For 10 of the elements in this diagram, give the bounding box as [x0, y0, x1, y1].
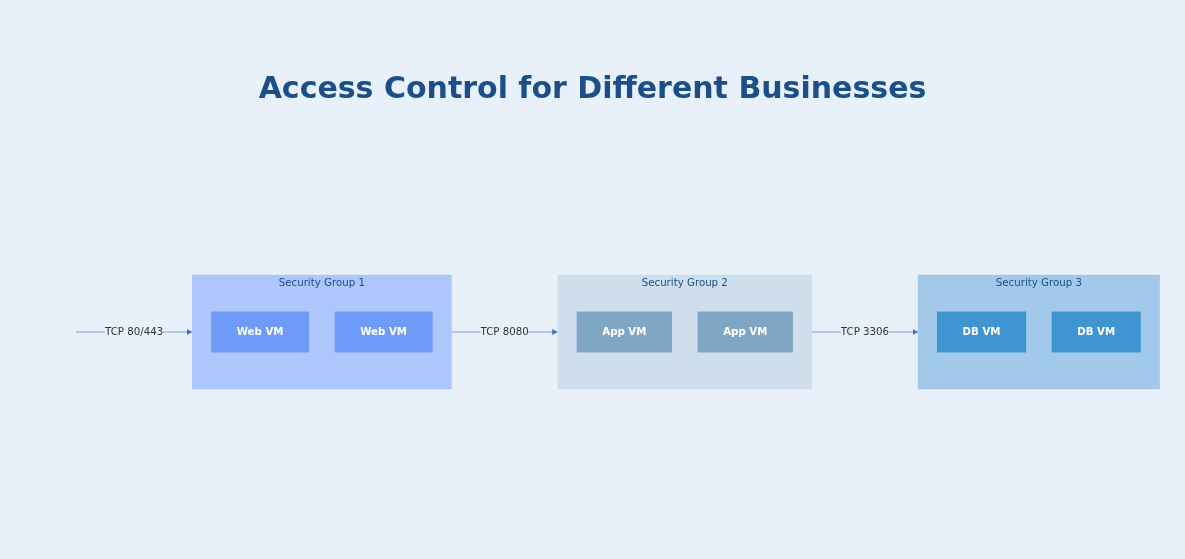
node-box: App VM — [576, 311, 672, 353]
node-box: DB VM — [1051, 311, 1141, 353]
diagram-title: Access Control for Different Businesses — [258, 70, 927, 105]
edge-label: TCP 3306 — [840, 325, 890, 338]
node-box: Web VM — [334, 311, 433, 353]
node-box: DB VM — [937, 311, 1027, 353]
node-box: App VM — [697, 311, 793, 353]
edge-label: TCP 80/443 — [105, 325, 164, 338]
node-box: Web VM — [211, 311, 310, 353]
edge-label: TCP 8080 — [480, 325, 529, 338]
